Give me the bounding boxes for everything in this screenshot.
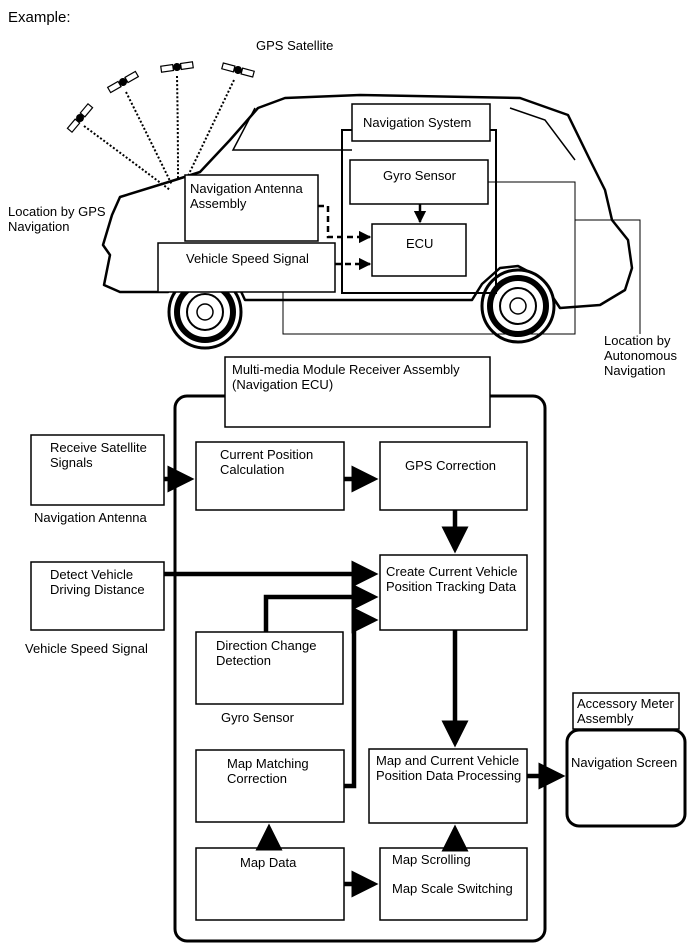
- gps-satellite-icons: [66, 61, 255, 191]
- receive-satellite-label: Receive Satellite Signals: [50, 440, 147, 470]
- navigation-antenna-label: Navigation Antenna: [34, 510, 147, 525]
- gyro-sensor-box-top: [349, 159, 489, 205]
- accessory-meter-label: Accessory Meter Assembly: [577, 696, 674, 726]
- navigation-screen-frame: [565, 728, 687, 828]
- satellite-icon: [160, 61, 194, 73]
- accessory-meter-box: [572, 692, 680, 730]
- map-processing-box: [368, 748, 528, 824]
- satellite-icon: [221, 62, 255, 78]
- page-heading: Example:: [8, 9, 71, 26]
- autonomous-callout-lines: [282, 181, 641, 335]
- map-processing-label: Map and Current Vehicle Position Data Pr…: [376, 753, 522, 783]
- flow-arrows: [164, 465, 566, 898]
- current-position-box: [195, 441, 345, 511]
- vehicle-speed-signal-bottom-label: Vehicle Speed Signal: [25, 641, 148, 656]
- module-title-label: Multi-media Module Receiver Assembly (Na…: [232, 362, 460, 392]
- detect-vehicle-box: [30, 561, 165, 631]
- block-diagram: [30, 356, 687, 943]
- vehicle-illustration: [66, 61, 641, 350]
- location-autonomous-label: Location by Autonomous Navigation: [604, 333, 677, 378]
- direction-change-box: [195, 631, 344, 705]
- navigation-screen-label: Navigation Screen: [571, 755, 678, 770]
- matching-to-create-arrow: [344, 606, 379, 789]
- receive-satellite-box: [30, 434, 165, 506]
- gps-satellite-label: GPS Satellite: [256, 38, 334, 53]
- navigation-system-label-box: [351, 103, 491, 142]
- car-rear-window: [509, 107, 576, 161]
- map-matching-label: Map Matching Correction: [227, 756, 309, 786]
- map-data-box: [195, 847, 345, 921]
- gps-correction-label: GPS Correction: [405, 458, 497, 473]
- gyro-sensor-top-label: Gyro Sensor: [383, 168, 456, 183]
- antenna-to-ecu-dashed-arrow: [318, 204, 372, 244]
- ecu-label: ECU: [406, 236, 434, 251]
- detect-vehicle-label: Detect Vehicle Driving Distance: [50, 567, 145, 597]
- create-tracking-box: [379, 554, 528, 631]
- vehicle-speed-signal-box-top: [157, 242, 336, 293]
- module-title-box: [224, 356, 491, 428]
- map-matching-box: [195, 749, 345, 823]
- location-gps-label: Location by GPS Navigation: [8, 204, 106, 234]
- map-scale-label: Map Scale Switching: [392, 881, 513, 896]
- nav-antenna-assembly-label: Navigation Antenna Assembly: [190, 181, 303, 211]
- gps-correction-box: [379, 441, 528, 511]
- satellite-signal-waves: [83, 75, 235, 191]
- vehicle-speed-signal-top-label: Vehicle Speed Signal: [186, 251, 309, 266]
- gyro-sensor-bottom-label: Gyro Sensor: [221, 710, 294, 725]
- ecu-box: [371, 223, 467, 277]
- direction-change-label: Direction Change Detection: [216, 638, 317, 668]
- map-data-label: Map Data: [240, 855, 297, 870]
- gyro-to-create-arrow: [263, 583, 379, 632]
- rear-wheel: [480, 268, 556, 344]
- navigation-system-label: Navigation System: [363, 115, 472, 130]
- map-scrolling-label: Map Scrolling: [392, 852, 471, 867]
- navigation-antenna-assembly-box: [184, 174, 319, 242]
- create-tracking-label: Create Current Vehicle Position Tracking…: [386, 564, 518, 594]
- car-window-line: [231, 107, 352, 151]
- current-position-label: Current Position Calculation: [220, 447, 314, 477]
- satellite-icon: [106, 70, 140, 94]
- satellite-icon: [66, 102, 94, 134]
